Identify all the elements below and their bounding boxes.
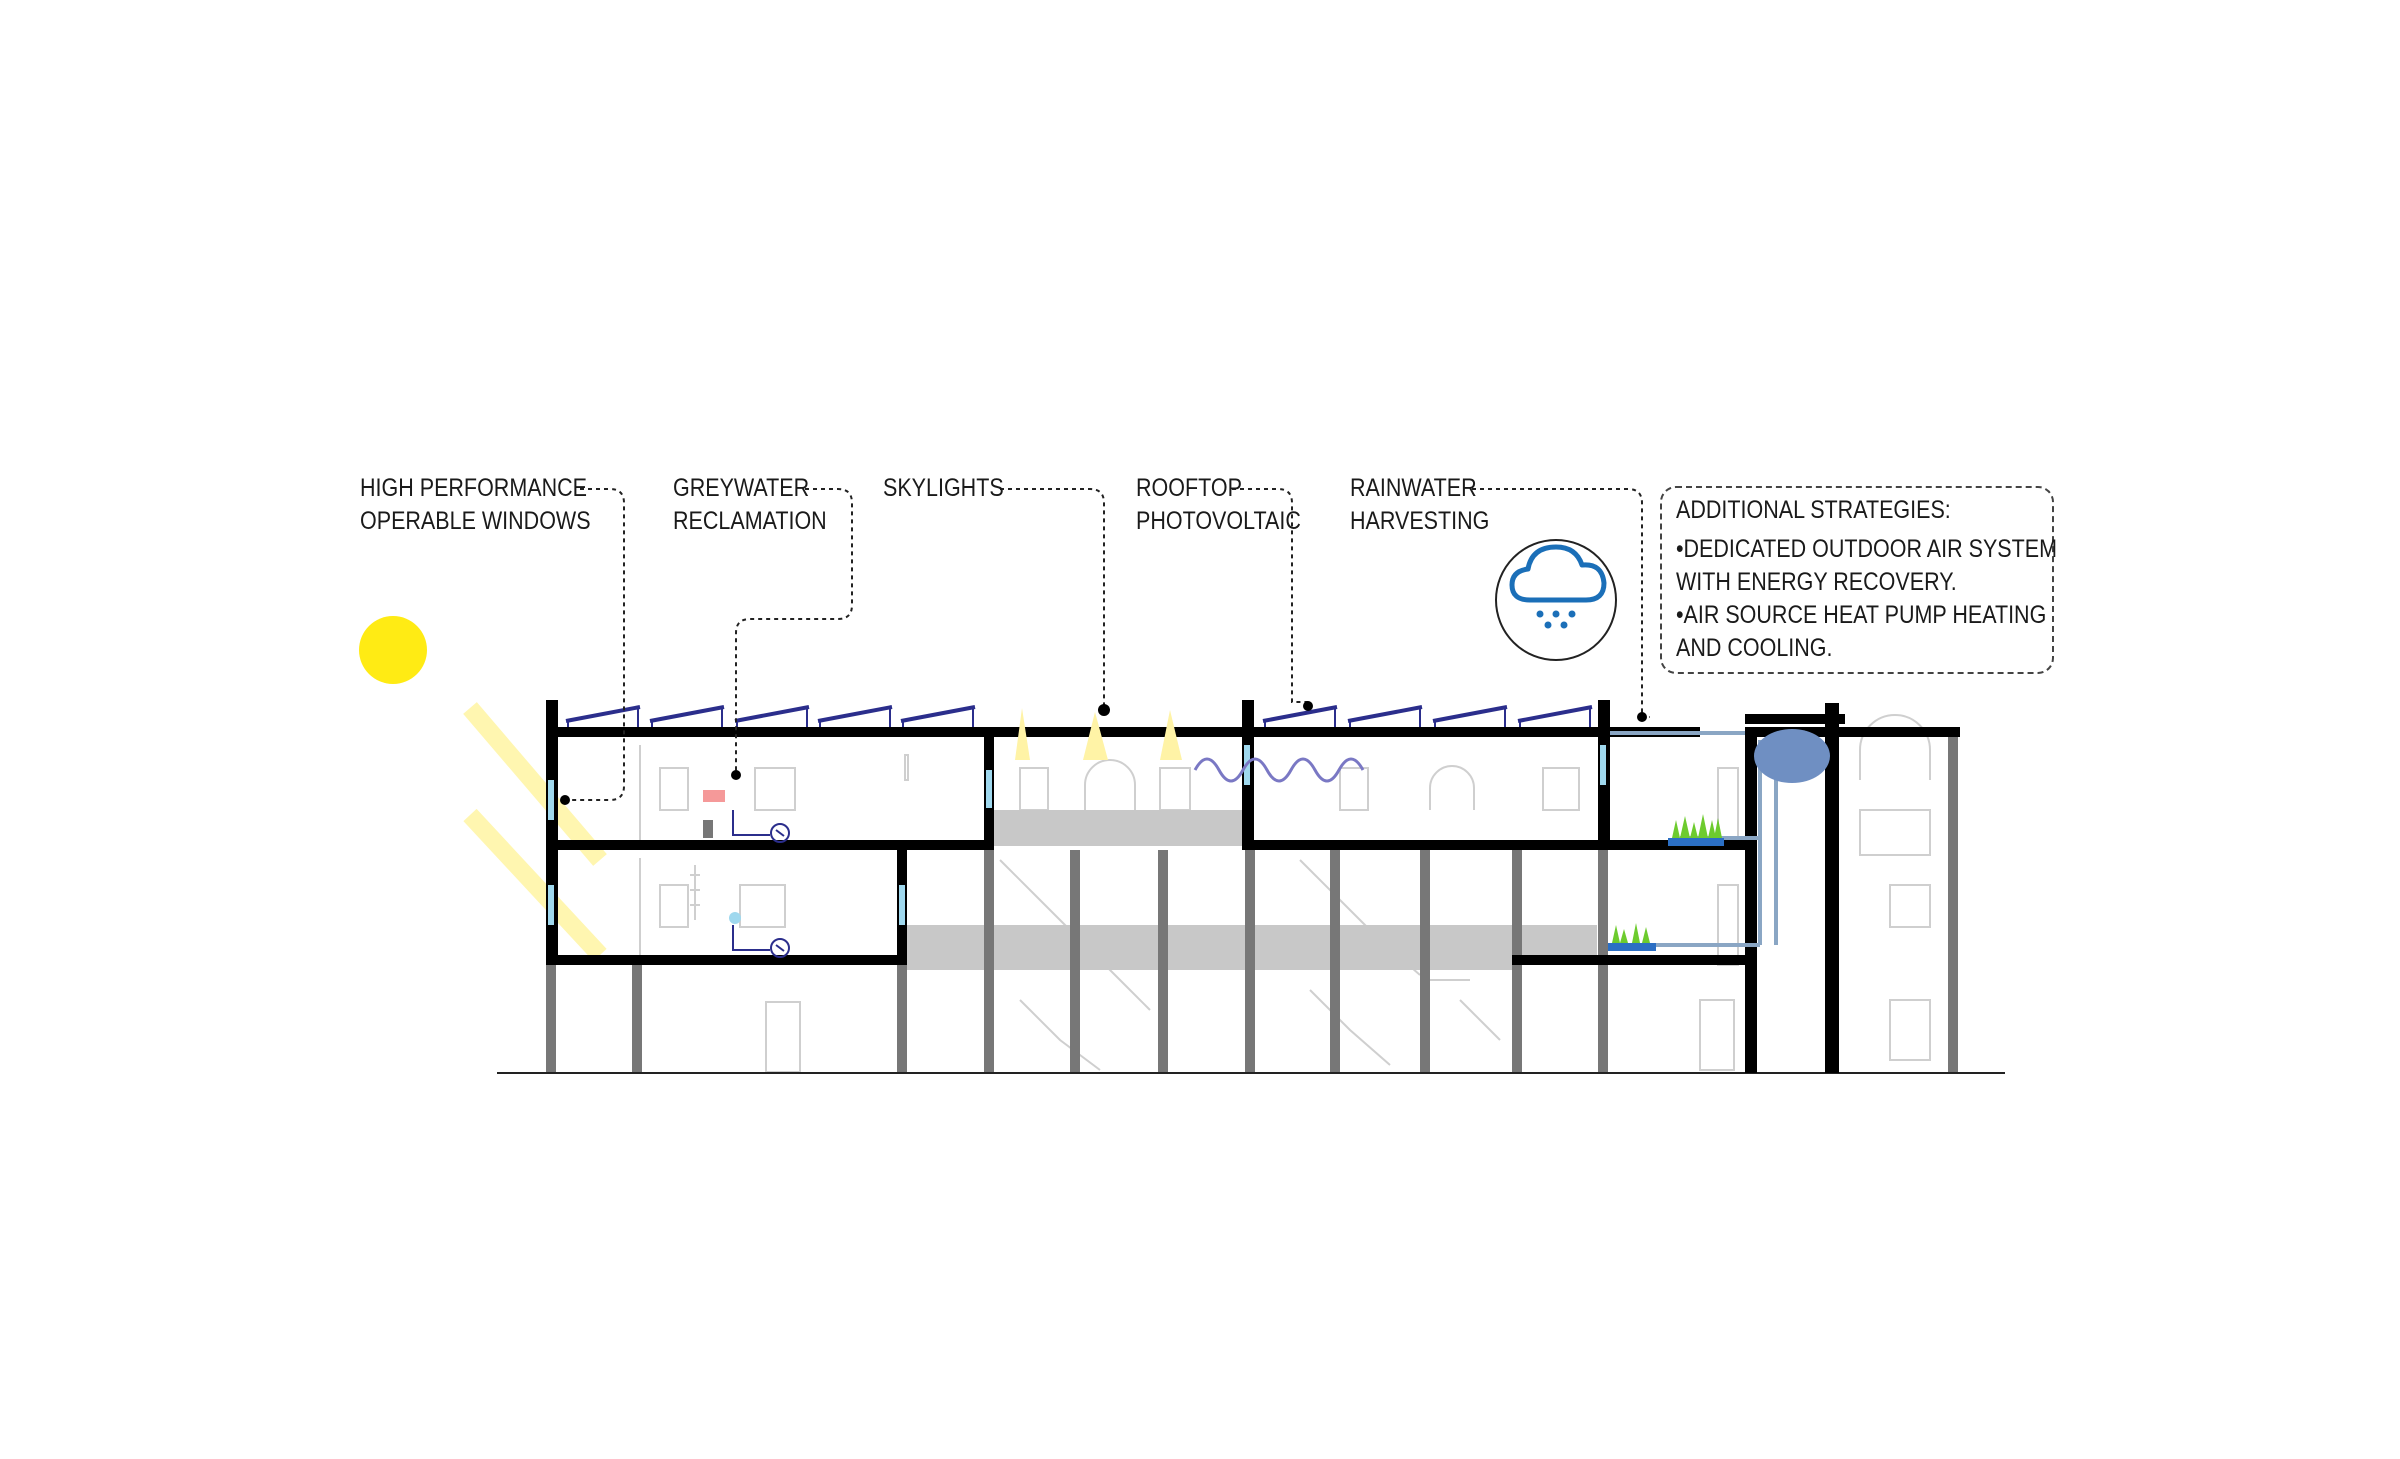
skylights <box>1015 708 1182 760</box>
callout-dots <box>560 701 1647 805</box>
strategy-1-line1: •DEDICATED OUTDOOR AIR SYSTEM <box>1676 535 2058 563</box>
callout-rainwater-line2: HARVESTING <box>1350 507 1490 535</box>
strategy-2-line2: AND COOLING. <box>1676 634 1833 662</box>
callout-rainwater-line1: RAINWATER <box>1350 474 1477 502</box>
ventilation-airflow <box>1193 757 1365 783</box>
callout-skylights: SKYLIGHTS <box>883 474 1004 502</box>
callout-windows-line2: OPERABLE WINDOWS <box>360 507 591 535</box>
interior-outlines <box>639 714 1931 1073</box>
callout-greywater-line2: RECLAMATION <box>673 507 827 535</box>
callout-photovoltaic-line2: PHOTOVOLTAIC <box>1136 507 1301 535</box>
planters <box>1608 814 1724 951</box>
additional-strategies-box: ADDITIONAL STRATEGIES: •DEDICATED OUTDOO… <box>1660 486 2058 674</box>
sun-rays <box>463 702 607 962</box>
strategies-title: ADDITIONAL STRATEGIES: <box>1676 496 1951 524</box>
callout-leaders <box>565 488 1650 801</box>
pv-supports <box>567 708 1591 727</box>
rainwater-tank <box>1754 729 1830 783</box>
callout-windows-line1: HIGH PERFORMANCE <box>360 474 587 502</box>
callout-photovoltaic-line1: ROOFTOP <box>1136 474 1242 502</box>
strategy-2-line1: •AIR SOURCE HEAT PUMP HEATING <box>1676 601 2047 629</box>
strategy-1-line2: WITH ENERGY RECOVERY. <box>1676 568 1957 596</box>
greywater-fixtures <box>703 790 790 958</box>
sun-icon <box>359 616 427 684</box>
rain-cloud-icon <box>1495 539 1617 661</box>
callout-greywater-line1: GREYWATER <box>673 474 810 502</box>
structure <box>546 700 1960 1073</box>
corridor-slabs <box>905 810 1597 970</box>
rooftop-photovoltaic <box>565 705 1593 723</box>
